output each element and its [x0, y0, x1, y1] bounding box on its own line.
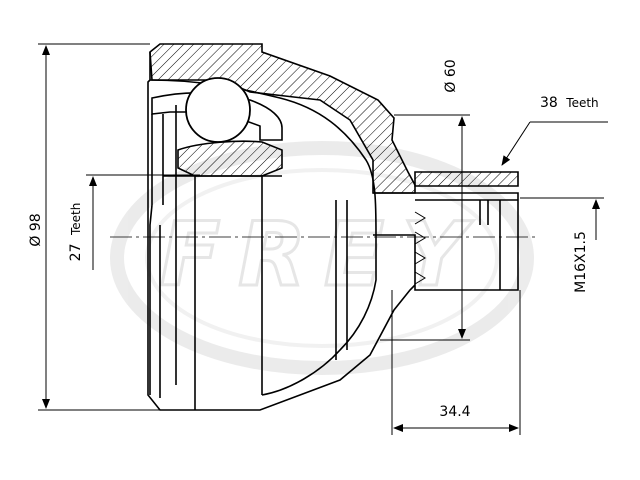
watermark-ring-inner: [145, 168, 499, 348]
inner-race: [151, 92, 283, 205]
housing-left-edge: [147, 52, 416, 411]
inner-teeth-count: 27: [68, 244, 84, 262]
inner-race-body: [177, 140, 283, 177]
length-label: 34.4: [439, 404, 470, 420]
outer-housing: [147, 43, 416, 411]
dim-thread: [520, 197, 604, 240]
spline-body: [373, 192, 519, 291]
dim-shaft-diameter: [380, 114, 470, 341]
ball: [185, 77, 251, 143]
outer-teeth-unit: Teeth: [565, 96, 598, 110]
outer-teeth-count: 38: [540, 95, 558, 111]
overall-diameter-label: Ø 98: [28, 213, 44, 246]
shaft-collar: [414, 171, 519, 187]
dim-length: [391, 290, 521, 435]
left-flange: [149, 204, 161, 398]
dim-overall-diameter: [38, 43, 160, 411]
shaft-diameter-label: Ø 60: [443, 59, 459, 92]
inner-teeth-label: 27 Teeth: [68, 203, 84, 262]
stub-shaft: [373, 171, 519, 291]
watermark-ring: [110, 141, 534, 375]
cage-upper: [151, 92, 283, 141]
dim-outer-teeth: [501, 121, 608, 166]
cage-left-post: [151, 114, 164, 205]
spline-teeth: [414, 211, 426, 285]
thread-label: M16X1.5: [573, 231, 589, 293]
dim-inner-teeth: [86, 174, 200, 270]
housing-inner-curve: [149, 79, 377, 396]
outer-teeth-label: 38 Teeth: [540, 95, 599, 111]
inner-teeth-unit: Teeth: [69, 203, 83, 236]
